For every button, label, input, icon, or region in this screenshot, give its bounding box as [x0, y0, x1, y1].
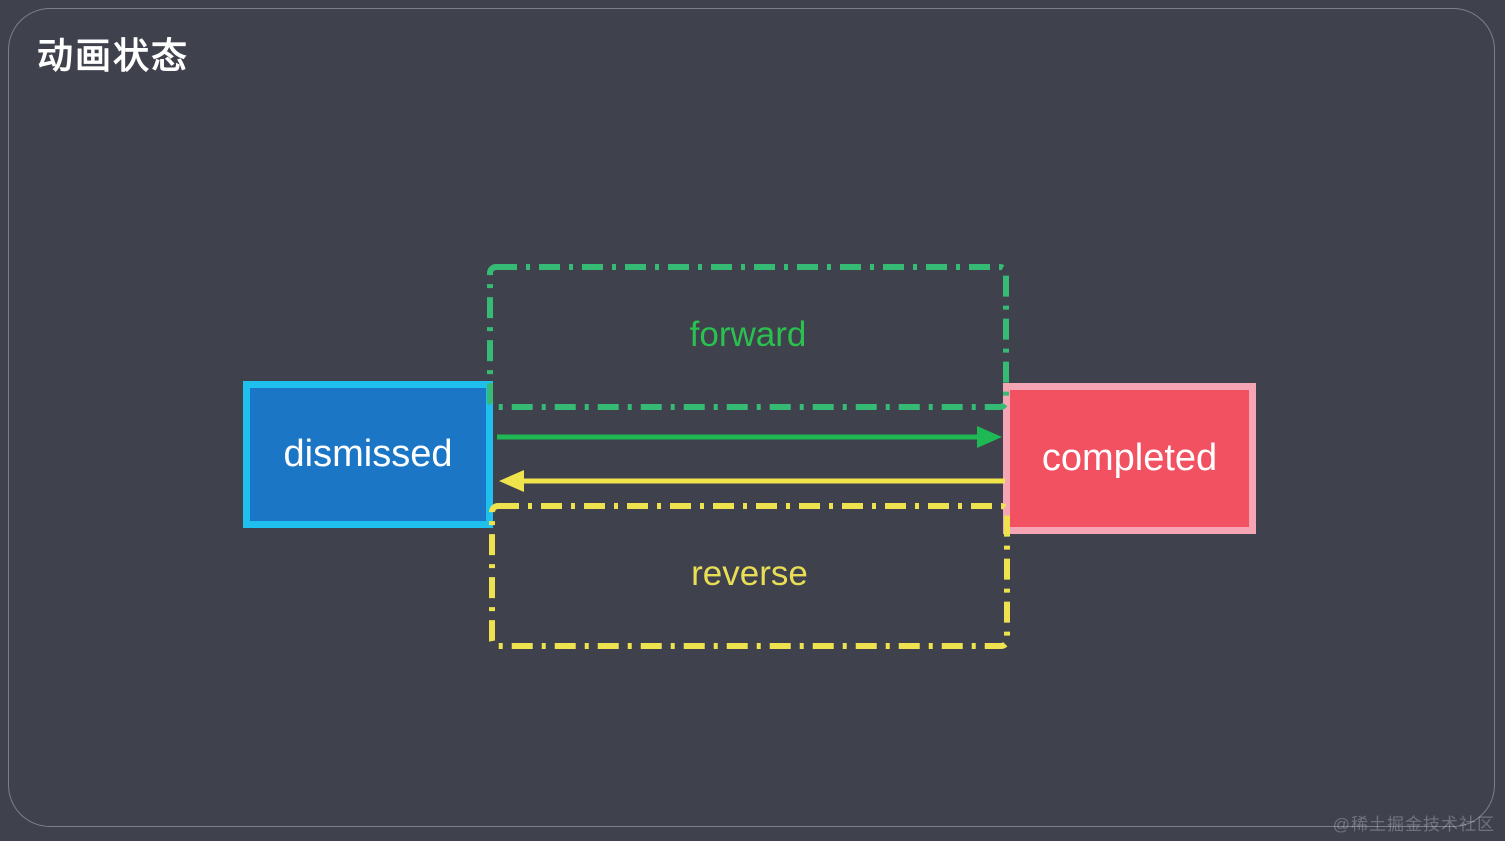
forward-dashed-box	[487, 264, 1009, 410]
reverse-arrow-head	[499, 470, 524, 492]
watermark: @稀土掘金技术社区	[1332, 815, 1495, 834]
transition-label-forward: forward	[689, 315, 807, 354]
state-box-dismissed: dismissed	[243, 381, 493, 528]
transition-label-reverse: reverse	[691, 554, 808, 593]
forward-arrow-head	[977, 426, 1002, 448]
state-label-dismissed: dismissed	[283, 433, 453, 475]
state-box-completed: completed	[1003, 383, 1256, 534]
state-label-completed: completed	[1041, 437, 1218, 479]
page-title: 动画状态	[37, 35, 190, 76]
reverse-dashed-box	[489, 503, 1010, 649]
panel-border	[8, 8, 1495, 827]
